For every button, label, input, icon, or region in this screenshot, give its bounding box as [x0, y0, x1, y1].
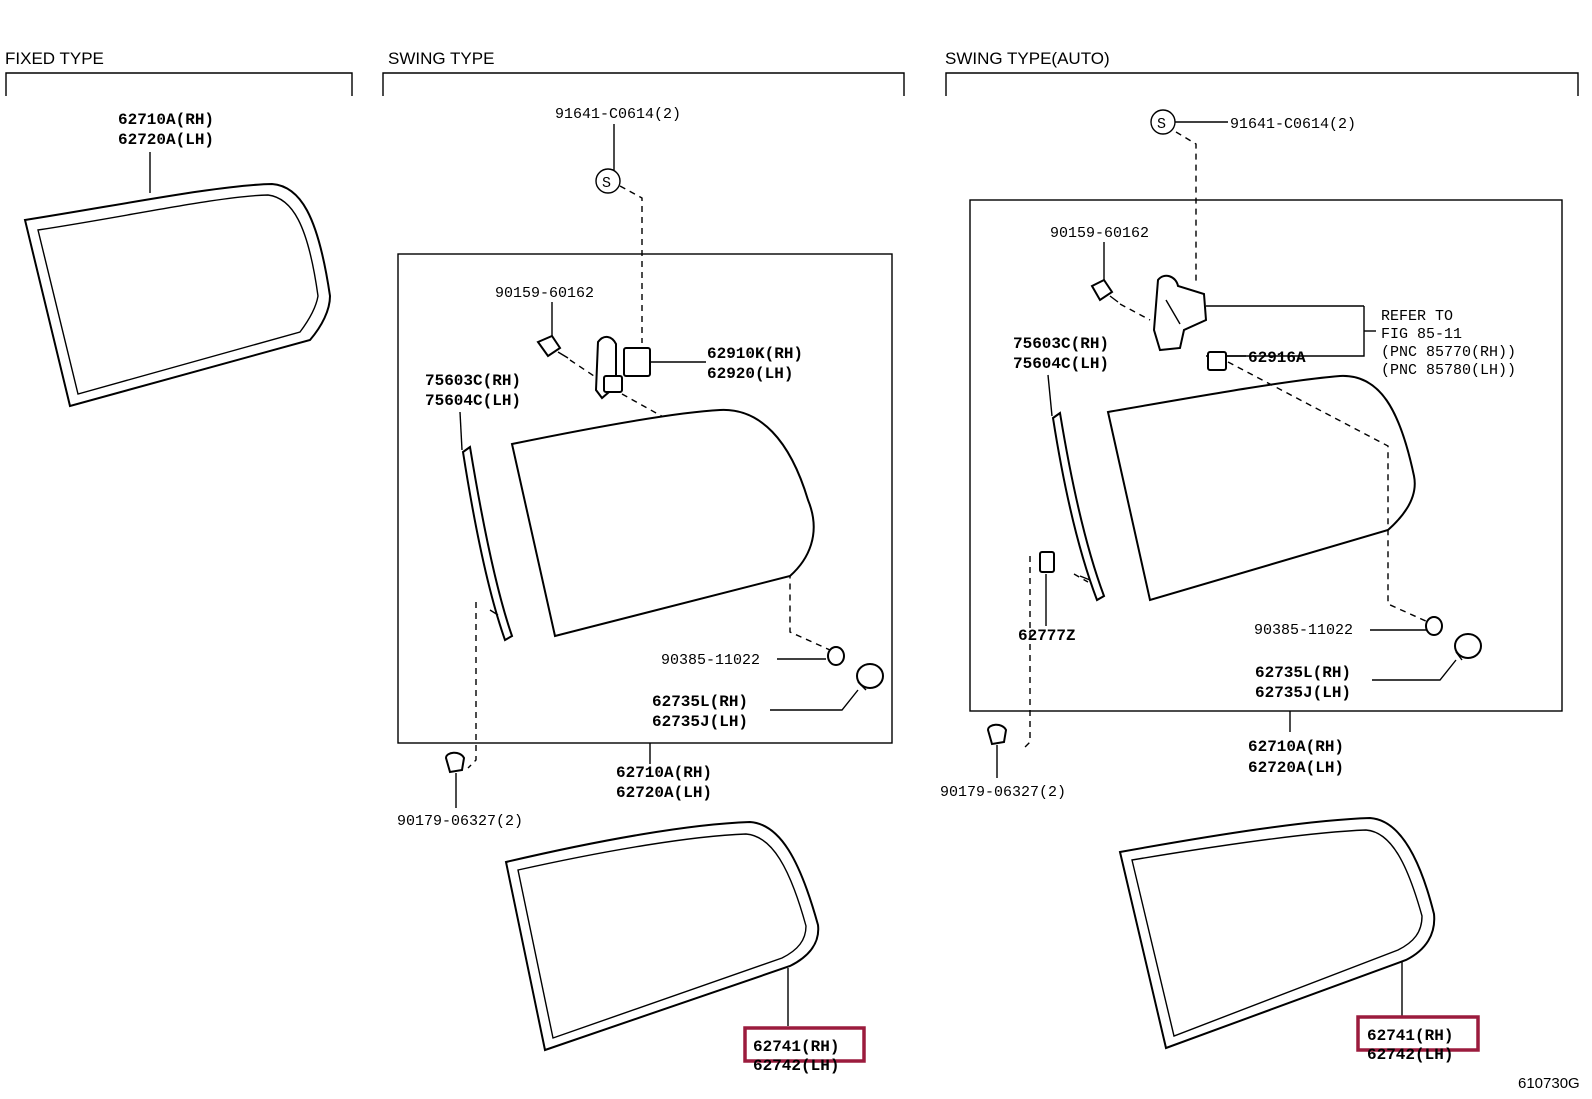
dashed-assembly-line: [1119, 303, 1151, 321]
section-title-auto: SWING TYPE(AUTO): [945, 49, 1110, 68]
part-label-fixed-glass-rh[interactable]: 62710A(RH): [118, 111, 214, 129]
dashed-assembly-line: [1175, 131, 1197, 284]
auto-bracket[interactable]: [1207, 351, 1227, 371]
part-label-swing-cushion-lh[interactable]: 62735J(LH): [652, 713, 748, 731]
part-label-swing-screw[interactable]: 91641-C0614(2): [555, 106, 681, 123]
part-label-auto-weatherstrip-lh[interactable]: 62742(LH): [1367, 1046, 1453, 1064]
part-label-swing-weatherstrip-rh[interactable]: 62741(RH): [753, 1038, 839, 1056]
swing-molding[interactable]: [461, 445, 514, 642]
swing-assembly-frame: [397, 253, 893, 744]
dashed-assembly-line: [1073, 573, 1089, 583]
part-label-auto-cushion-lh[interactable]: 62735J(LH): [1255, 684, 1351, 702]
swing-hinge[interactable]: [594, 336, 651, 400]
swing-nut[interactable]: [827, 646, 845, 666]
part-label-swing-glass-rh[interactable]: 62710A(RH): [616, 764, 712, 782]
refer-text-3: (PNC 85770(RH)): [1381, 344, 1516, 361]
leader-line: [459, 411, 463, 451]
part-label-auto-mold-rh[interactable]: 75603C(RH): [1013, 335, 1109, 353]
auto-retainer[interactable]: [1039, 551, 1055, 573]
part-label-auto-screw[interactable]: 91641-C0614(2): [1230, 116, 1356, 133]
part-label-auto-retainer[interactable]: 62777Z: [1018, 627, 1076, 645]
leader-line: [1047, 374, 1053, 417]
auto-cushion[interactable]: [1454, 633, 1482, 661]
dashed-assembly-line: [467, 602, 477, 769]
highlight-box-swing: [743, 1026, 866, 1063]
auto-molding[interactable]: [1051, 411, 1106, 602]
part-label-fixed-glass-lh[interactable]: 62720A(LH): [118, 131, 214, 149]
screw-symbol-circle: [595, 168, 621, 194]
highlight-box-auto: [1356, 1015, 1480, 1052]
auto-nut[interactable]: [1425, 616, 1443, 636]
swing-weatherstrip[interactable]: [504, 820, 820, 1052]
section-fixed-header: FIXED TYPE: [5, 49, 353, 96]
dashed-assembly-line: [619, 185, 643, 343]
part-label-auto-glass-lh[interactable]: 62720A(LH): [1248, 759, 1344, 777]
refer-text-1: REFER TO: [1381, 308, 1453, 325]
swing-bolt[interactable]: [536, 334, 569, 359]
part-label-swing-clip[interactable]: 90179-06327(2): [397, 813, 523, 830]
part-label-swing-nut[interactable]: 90385-11022: [661, 652, 760, 669]
auto-assembly-frame: [969, 199, 1563, 712]
section-title-swing: SWING TYPE: [388, 49, 494, 68]
refer-text-4: (PNC 85780(LH)): [1381, 362, 1516, 379]
part-label-swing-mold-rh[interactable]: 75603C(RH): [425, 372, 521, 390]
fixed-quarter-glass[interactable]: [23, 182, 332, 408]
part-label-swing-hinge-lh[interactable]: 62920(LH): [707, 365, 793, 383]
section-swing-header: SWING TYPE: [382, 49, 905, 96]
swing-clip[interactable]: [444, 751, 466, 774]
part-label-swing-glass-lh[interactable]: 62720A(LH): [616, 784, 712, 802]
dashed-assembly-line: [1021, 556, 1031, 751]
section-auto-header: SWING TYPE(AUTO): [945, 49, 1579, 96]
part-label-auto-nut[interactable]: 90385-11022: [1254, 622, 1353, 639]
refer-text-2[interactable]: FIG 85-11: [1381, 326, 1462, 343]
auto-hinge-actuator[interactable]: [1152, 274, 1208, 352]
part-label-swing-weatherstrip-lh[interactable]: 62742(LH): [753, 1057, 839, 1075]
part-label-swing-cushion-rh[interactable]: 62735L(RH): [652, 693, 748, 711]
part-label-auto-bracket[interactable]: 62916A: [1248, 349, 1306, 367]
swing-quarter-glass[interactable]: [510, 408, 815, 638]
section-title-fixed: FIXED TYPE: [5, 49, 104, 68]
part-label-auto-weatherstrip-rh[interactable]: 62741(RH): [1367, 1027, 1453, 1045]
part-label-swing-hinge-rh[interactable]: 62910K(RH): [707, 345, 803, 363]
part-label-swing-bolt[interactable]: 90159-60162: [495, 285, 594, 302]
dashed-assembly-line: [1227, 361, 1429, 623]
auto-bolt[interactable]: [1090, 278, 1119, 303]
dashed-assembly-line: [569, 359, 601, 381]
leader-line: [770, 689, 859, 711]
leader-line: [1372, 659, 1457, 681]
part-label-auto-clip[interactable]: 90179-06327(2): [940, 784, 1066, 801]
auto-weatherstrip[interactable]: [1118, 816, 1436, 1050]
screw-symbol-swing: S: [602, 175, 611, 192]
part-label-auto-glass-rh[interactable]: 62710A(RH): [1248, 738, 1344, 756]
part-label-auto-mold-lh[interactable]: 75604C(LH): [1013, 355, 1109, 373]
screw-symbol-auto: S: [1157, 116, 1166, 133]
figure-id: 610730G: [1518, 1075, 1580, 1092]
leader-bracket: [1206, 306, 1365, 357]
swing-cushion[interactable]: [856, 663, 884, 691]
part-label-auto-bolt[interactable]: 90159-60162: [1050, 225, 1149, 242]
part-label-auto-cushion-rh[interactable]: 62735L(RH): [1255, 664, 1351, 682]
auto-quarter-glass[interactable]: [1106, 374, 1416, 602]
auto-clip[interactable]: [986, 723, 1008, 746]
part-label-swing-mold-lh[interactable]: 75604C(LH): [425, 392, 521, 410]
